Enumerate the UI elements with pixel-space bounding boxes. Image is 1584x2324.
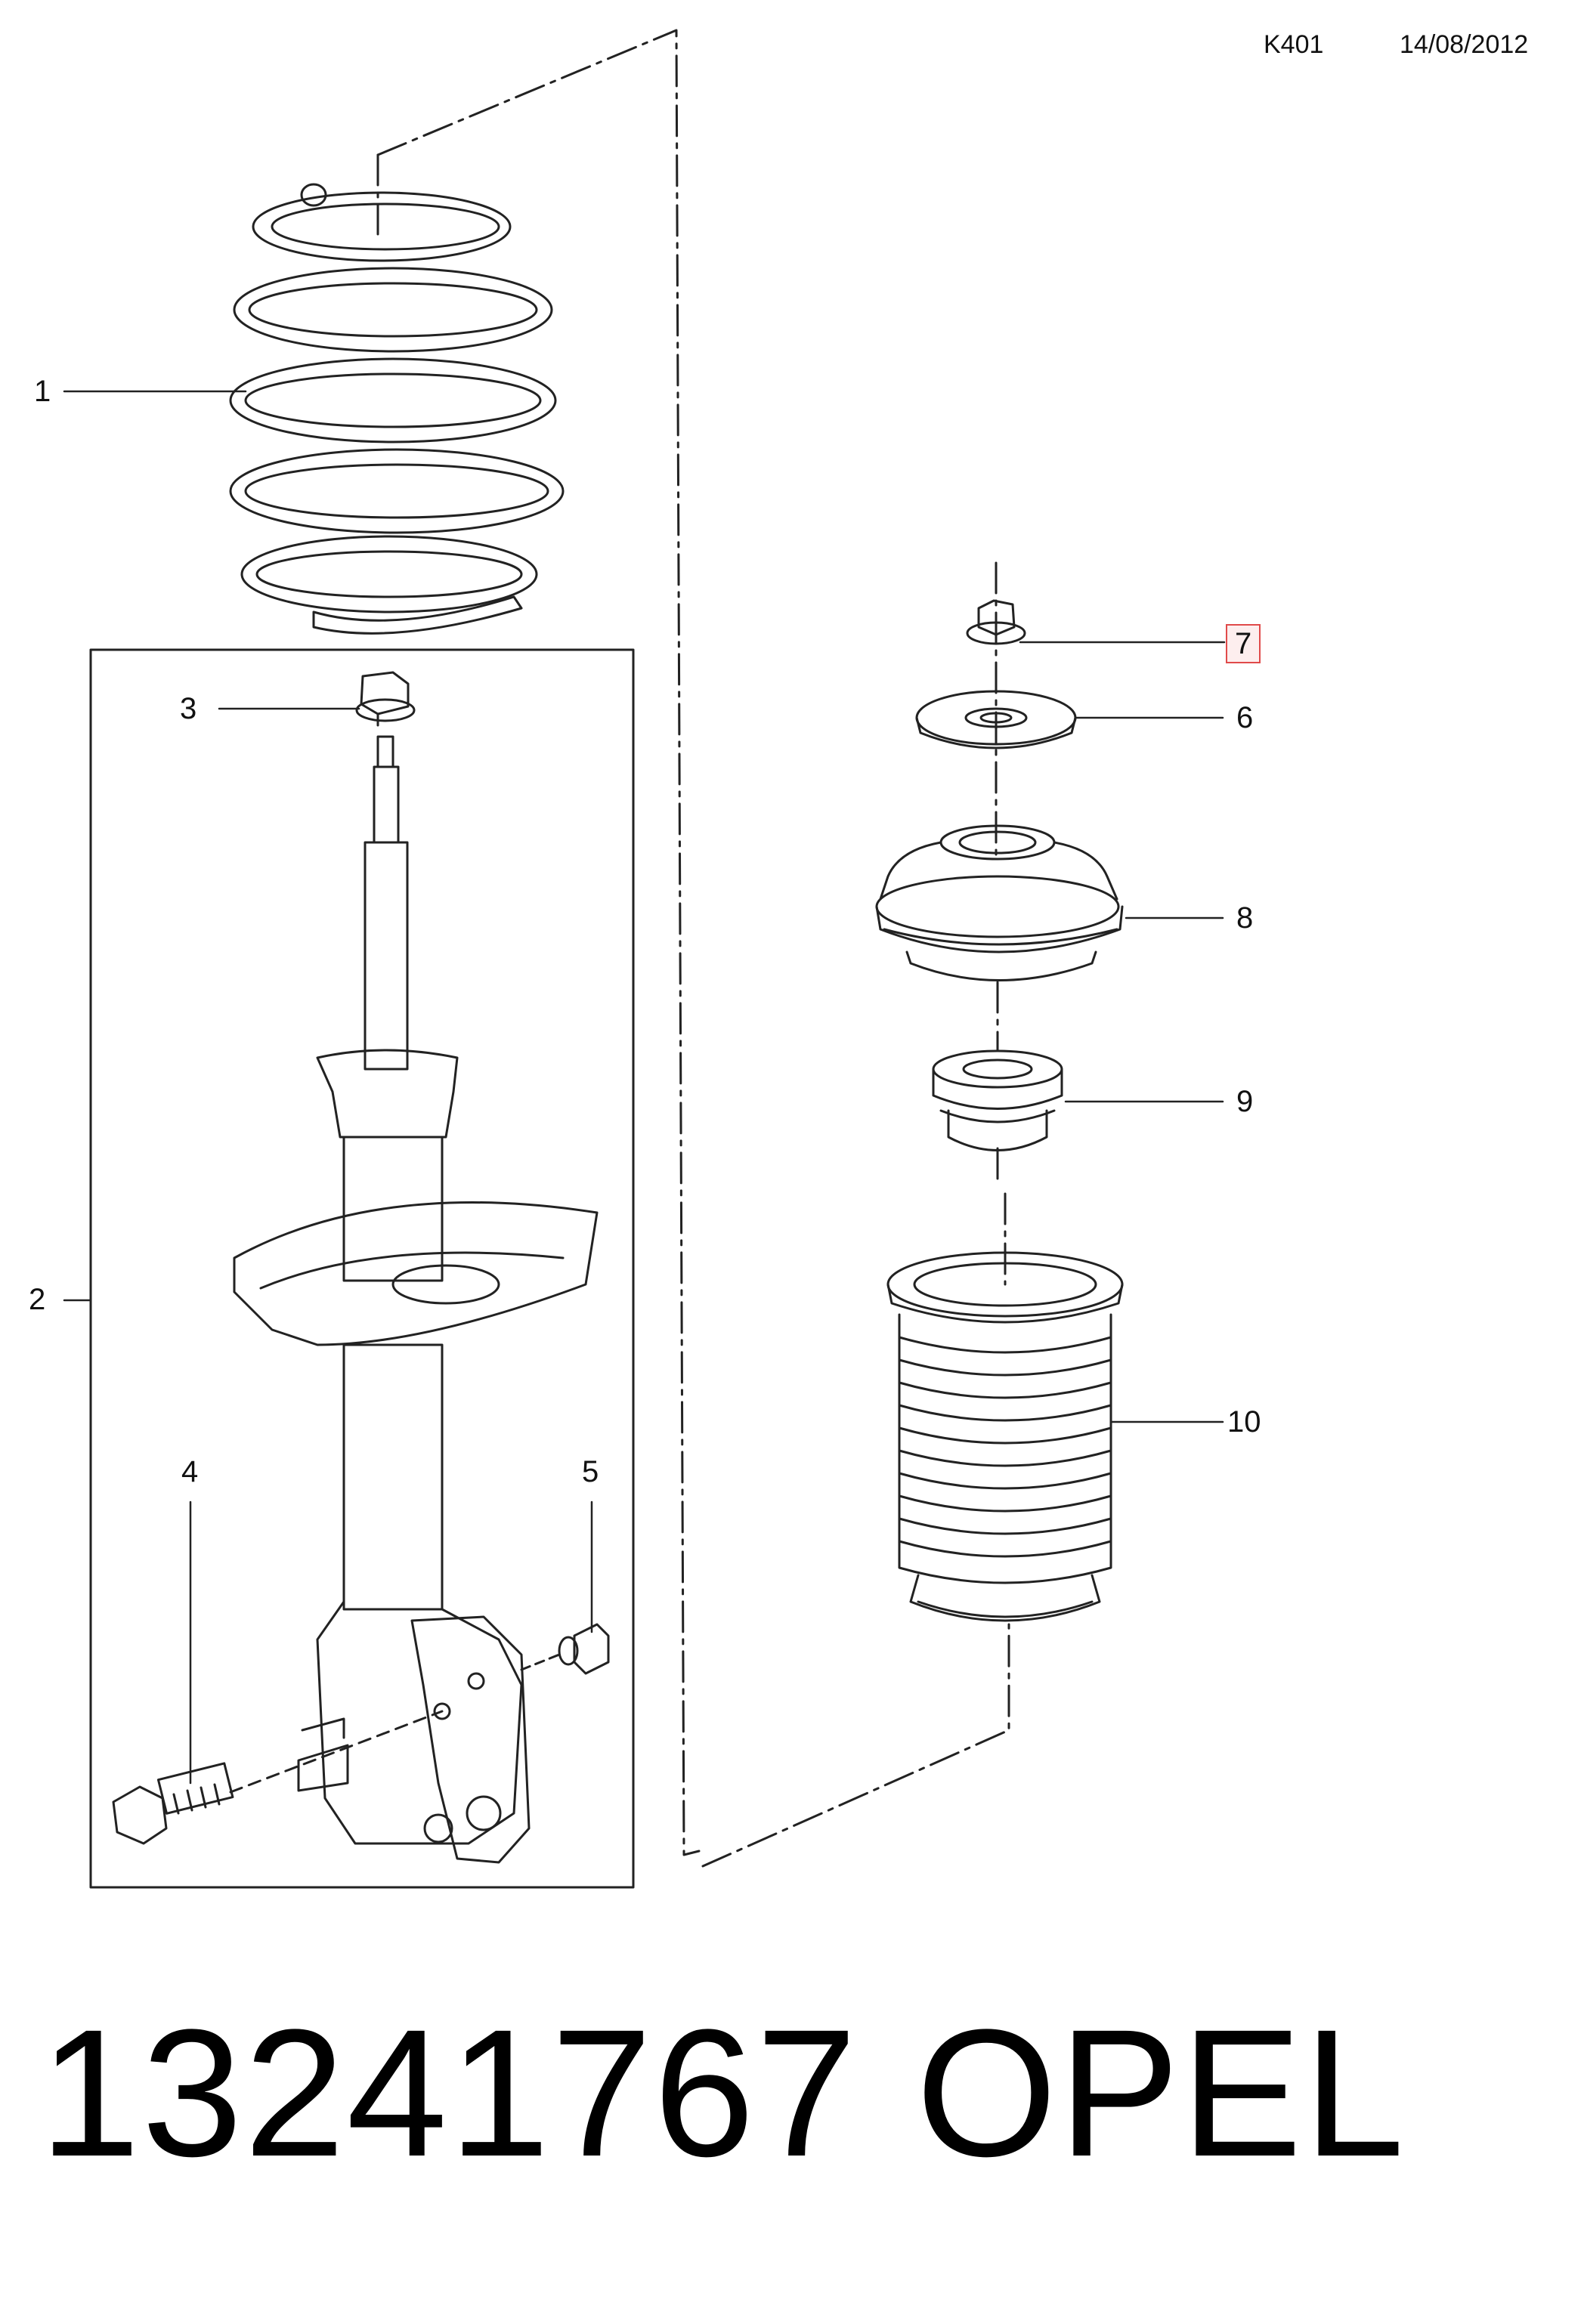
mount-washer bbox=[915, 690, 1077, 749]
callout-1: 1 bbox=[34, 375, 51, 408]
callout-3: 3 bbox=[180, 692, 197, 725]
bump-stop bbox=[932, 1049, 1063, 1151]
coil-spring bbox=[229, 183, 565, 635]
brand-name: OPEL bbox=[916, 1992, 1406, 2194]
callout-leader-lines bbox=[63, 390, 1226, 1785]
callout-6: 6 bbox=[1236, 701, 1254, 734]
callout-5: 5 bbox=[582, 1455, 599, 1488]
part-number: 13241767 bbox=[39, 1992, 859, 2194]
callout-8: 8 bbox=[1236, 901, 1254, 935]
diagram-date: 14/08/2012 bbox=[1400, 30, 1529, 59]
strut-assembly-frame bbox=[89, 648, 635, 1889]
callout-7-highlighted[interactable]: 7 bbox=[1226, 624, 1261, 663]
dust-boot bbox=[886, 1251, 1124, 1622]
callout-2: 2 bbox=[29, 1283, 46, 1316]
callout-4: 4 bbox=[181, 1455, 199, 1488]
strut-top-nut bbox=[355, 671, 416, 727]
callout-10: 10 bbox=[1227, 1405, 1261, 1439]
callout-9: 9 bbox=[1236, 1085, 1254, 1118]
mounting-nut bbox=[520, 1623, 610, 1675]
mounting-bolt bbox=[112, 1710, 444, 1845]
strut-body bbox=[233, 735, 599, 1864]
strut-top-mount bbox=[875, 824, 1124, 981]
top-flange-nut bbox=[966, 599, 1026, 645]
diagram-code: K401 bbox=[1264, 30, 1324, 59]
